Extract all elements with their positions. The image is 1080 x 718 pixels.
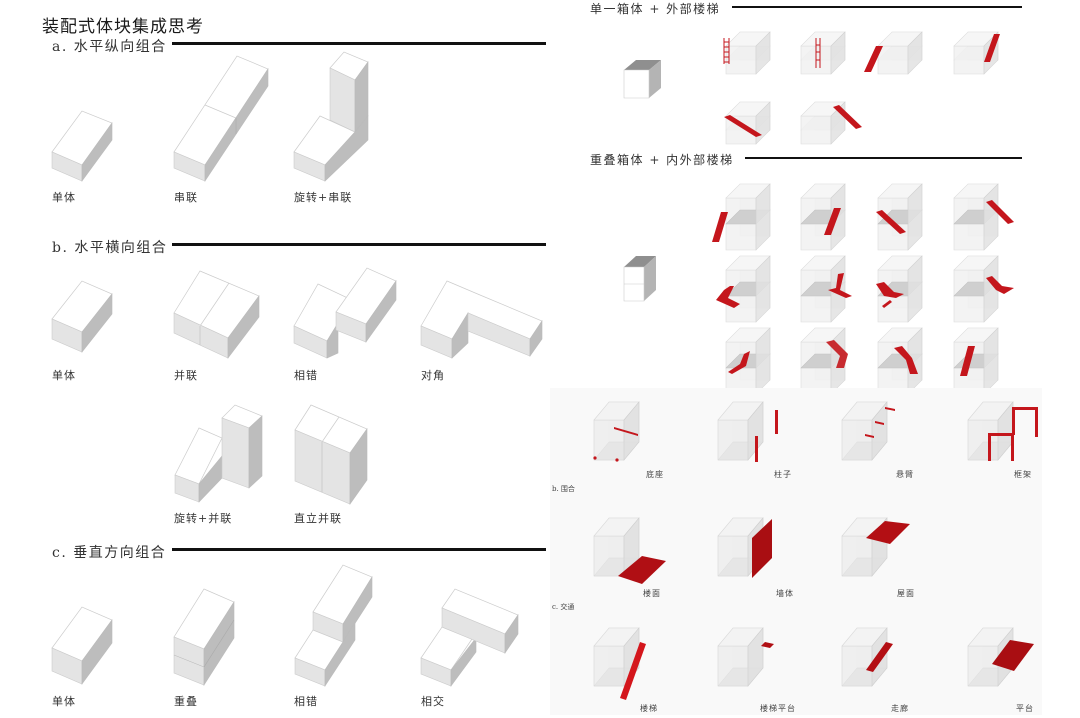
box-staggered-vertical — [294, 564, 373, 688]
diagram-horizontal-longitudinal — [51, 51, 369, 182]
caption-platform: 平台 — [1016, 704, 1034, 713]
component-corridor — [866, 642, 893, 672]
stairs-stacked-diagram — [623, 183, 1014, 395]
section-rule-c — [172, 548, 546, 551]
group-label-enclosure: b. 围合 — [552, 485, 575, 493]
page-title: 装配式体块集成思考 — [42, 17, 204, 37]
caption-floor: 楼面 — [643, 589, 661, 598]
component-wall — [752, 519, 772, 578]
component-floor — [618, 556, 666, 584]
stairs-stacked-heading: 重叠箱体 + 内外部楼梯 — [590, 153, 734, 167]
caption-cantilever: 悬臂 — [896, 470, 914, 479]
caption-column: 柱子 — [774, 470, 792, 479]
caption-b-rotated-parallel: 旋转+并联 — [174, 512, 233, 525]
section-rule-b — [172, 243, 546, 246]
caption-c-single: 单体 — [52, 695, 76, 708]
section-rule-a — [172, 42, 546, 45]
box-overlap — [173, 588, 235, 687]
box-diagonal — [420, 280, 543, 359]
box-vertical-parallel — [294, 404, 368, 505]
component-base — [593, 427, 638, 462]
box-staggered — [293, 267, 397, 359]
diagram-horizontal-transverse — [51, 267, 543, 359]
box-single — [51, 280, 113, 353]
caption-a-series: 串联 — [174, 191, 198, 204]
group-label-circulation: c. 交通 — [552, 603, 575, 611]
caption-b-parallel: 并联 — [174, 369, 198, 382]
caption-stair-landing: 楼梯平台 — [760, 704, 796, 713]
base-box-stacked — [623, 256, 656, 302]
components-diagram — [593, 401, 1038, 700]
section-heading-a: a. 水平纵向组合 — [52, 39, 167, 55]
component-platform — [992, 640, 1034, 671]
component-roof — [866, 521, 910, 544]
box-single — [51, 110, 113, 182]
box-rotated-series — [293, 51, 369, 182]
stairs-single-rule — [732, 6, 1022, 8]
caption-b-diagonal: 对角 — [421, 369, 445, 382]
caption-stair: 楼梯 — [640, 704, 658, 713]
box-single — [51, 606, 113, 685]
caption-base: 底座 — [646, 470, 664, 479]
component-column — [775, 410, 778, 434]
caption-a-rotated-series: 旋转+串联 — [294, 191, 353, 204]
caption-b-single: 单体 — [52, 369, 76, 382]
box-series — [173, 55, 269, 182]
caption-c-overlap: 重叠 — [174, 695, 198, 708]
caption-c-staggered: 相错 — [294, 695, 318, 708]
component-stair — [620, 642, 646, 700]
component-stair-landing — [761, 642, 774, 648]
caption-wall: 墙体 — [776, 589, 794, 598]
caption-frame: 框架 — [1014, 470, 1032, 479]
component-frame — [988, 407, 1038, 461]
section-heading-c: c. 垂直方向组合 — [52, 545, 167, 561]
caption-b-staggered: 相错 — [294, 369, 318, 382]
ladder-red — [723, 38, 730, 64]
caption-c-intersect: 相交 — [421, 695, 445, 708]
stairs-single-heading: 单一箱体 + 外部楼梯 — [590, 2, 721, 16]
caption-corridor: 走廊 — [891, 704, 909, 713]
box-parallel — [173, 270, 260, 359]
diagram-horizontal-transverse-2 — [174, 404, 368, 505]
box-intersect — [420, 588, 519, 687]
diagram-vertical — [51, 564, 519, 688]
box-rotated-parallel — [174, 404, 263, 503]
section-heading-b: b. 水平横向组合 — [52, 240, 168, 256]
base-box-single — [623, 60, 661, 99]
caption-roof: 屋面 — [897, 589, 915, 598]
stairs-stacked-rule — [745, 157, 1022, 159]
caption-b-vertical-parallel: 直立并联 — [294, 512, 342, 525]
stairs-diagram — [623, 31, 1000, 145]
component-cantilever — [865, 407, 895, 438]
caption-a-single: 单体 — [52, 191, 76, 204]
